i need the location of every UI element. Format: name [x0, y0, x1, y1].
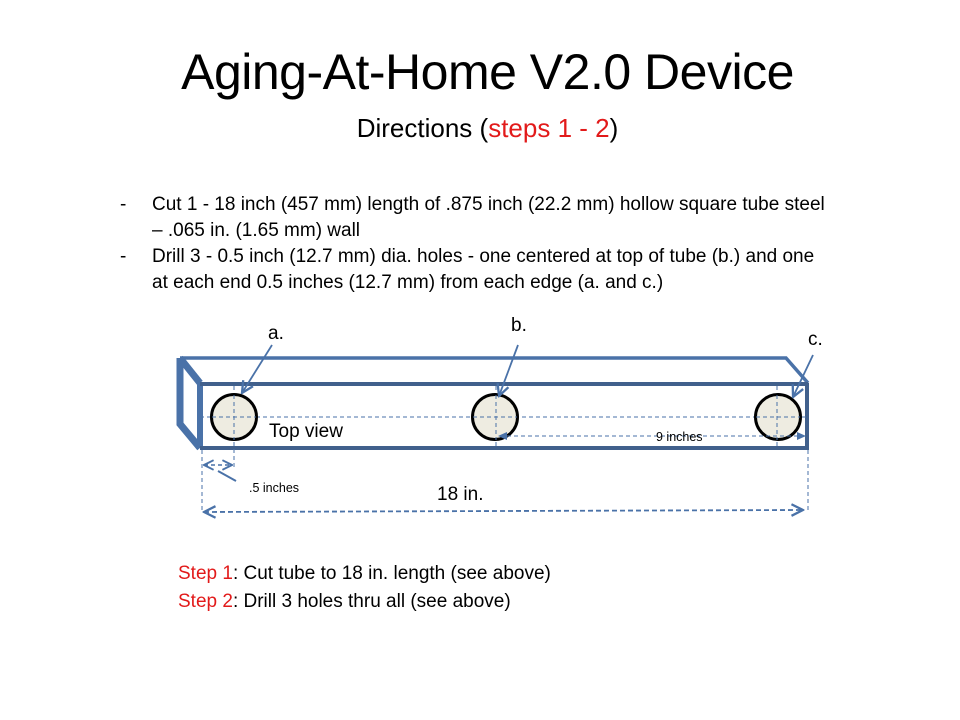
dim-18-in — [204, 510, 803, 512]
dim-half-inch-label: .5 inches — [249, 481, 299, 495]
subtitle-highlight: steps 1 - 2 — [488, 113, 610, 143]
bullet-item: - Drill 3 - 0.5 inch (12.7 mm) dia. hole… — [120, 244, 950, 296]
bullet-marker: - — [120, 246, 127, 267]
hole-label-b: b. — [511, 315, 527, 336]
step-text: : Cut tube to 18 in. length (see above) — [232, 563, 551, 584]
hole-label-a: a. — [268, 323, 284, 344]
dim-18-in-label: 18 in. — [437, 484, 483, 505]
steps-list: Step 1: Cut tube to 18 in. length (see a… — [178, 560, 551, 616]
dim-9-inches — [498, 432, 806, 440]
step-item: Step 1: Cut tube to 18 in. length (see a… — [178, 560, 551, 588]
bullet-text-line: Drill 3 - 0.5 inch (12.7 mm) dia. holes … — [152, 246, 815, 267]
subtitle-suffix: ) — [609, 113, 619, 143]
bullet-text-line: at each end 0.5 inches (12.7 mm) from ea… — [152, 272, 664, 293]
slide-subtitle: Directions (steps 1 - 2) — [0, 112, 960, 144]
top-view-label: Top view — [269, 421, 343, 442]
slide-title: Aging-At-Home V2.0 Device — [181, 44, 794, 100]
dim-9-inches-label: 9 inches — [656, 430, 703, 444]
leader-arrows — [242, 344, 814, 397]
directions-list: - Cut 1 - 18 inch (457 mm) length of .87… — [120, 192, 950, 296]
hole-axes — [212, 395, 800, 440]
step-item: Step 2: Drill 3 holes thru all (see abov… — [178, 588, 551, 616]
step-label: Step 1 — [178, 563, 233, 584]
dim-half-inch — [204, 465, 237, 482]
bullet-text-line: – .065 in. (1.65 mm) wall — [152, 220, 361, 241]
bullet-marker: - — [120, 194, 127, 215]
bullet-text-line: Cut 1 - 18 inch (457 mm) length of .875 … — [152, 194, 825, 215]
step-label: Step 2 — [178, 591, 233, 612]
subtitle-prefix: Directions ( — [356, 113, 489, 143]
hole-label-c: c. — [808, 329, 823, 350]
step-text: : Drill 3 holes thru all (see above) — [232, 591, 511, 612]
bullet-item: - Cut 1 - 18 inch (457 mm) length of .87… — [120, 192, 950, 244]
